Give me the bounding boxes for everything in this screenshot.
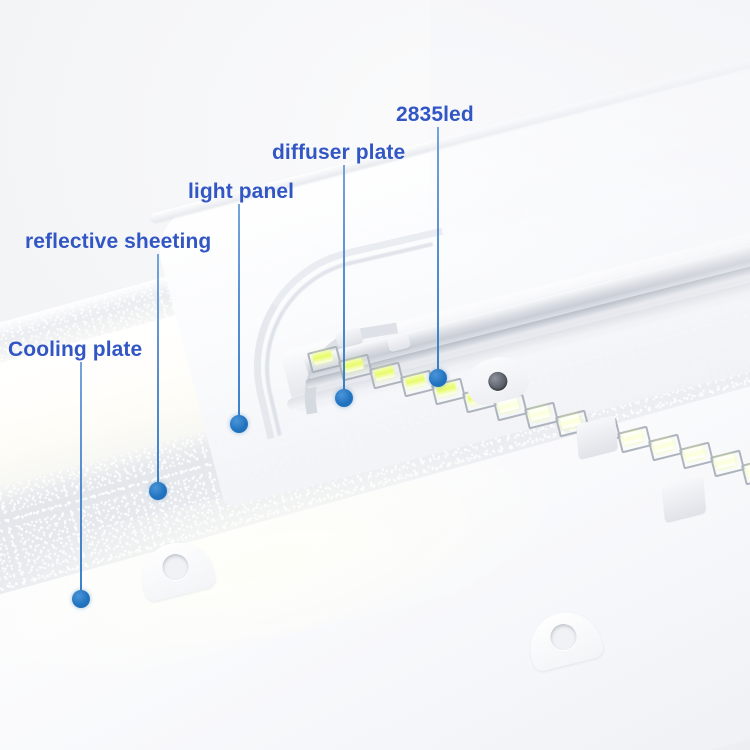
leader-dot-cooling-plate xyxy=(72,590,90,608)
leader-line-diffuser-plate xyxy=(343,165,345,394)
leader-dot-2835led xyxy=(429,369,447,387)
leader-line-light-panel xyxy=(238,204,240,426)
callout-label-2835led: 2835led xyxy=(396,103,474,126)
leader-dot-reflective-sheeting xyxy=(149,482,167,500)
leader-dot-diffuser-plate xyxy=(335,389,353,407)
leader-line-reflective-sheeting xyxy=(157,254,159,494)
callout-label-cooling-plate: Cooling plate xyxy=(8,338,143,361)
leader-line-2835led xyxy=(437,127,439,376)
callout-label-reflective-sheeting: reflective sheeting xyxy=(25,230,212,253)
leader-line-cooling-plate xyxy=(80,362,82,602)
leader-dot-light-panel xyxy=(230,415,248,433)
callout-label-light-panel: light panel xyxy=(188,180,295,203)
callout-label-diffuser-plate: diffuser plate xyxy=(272,141,406,164)
